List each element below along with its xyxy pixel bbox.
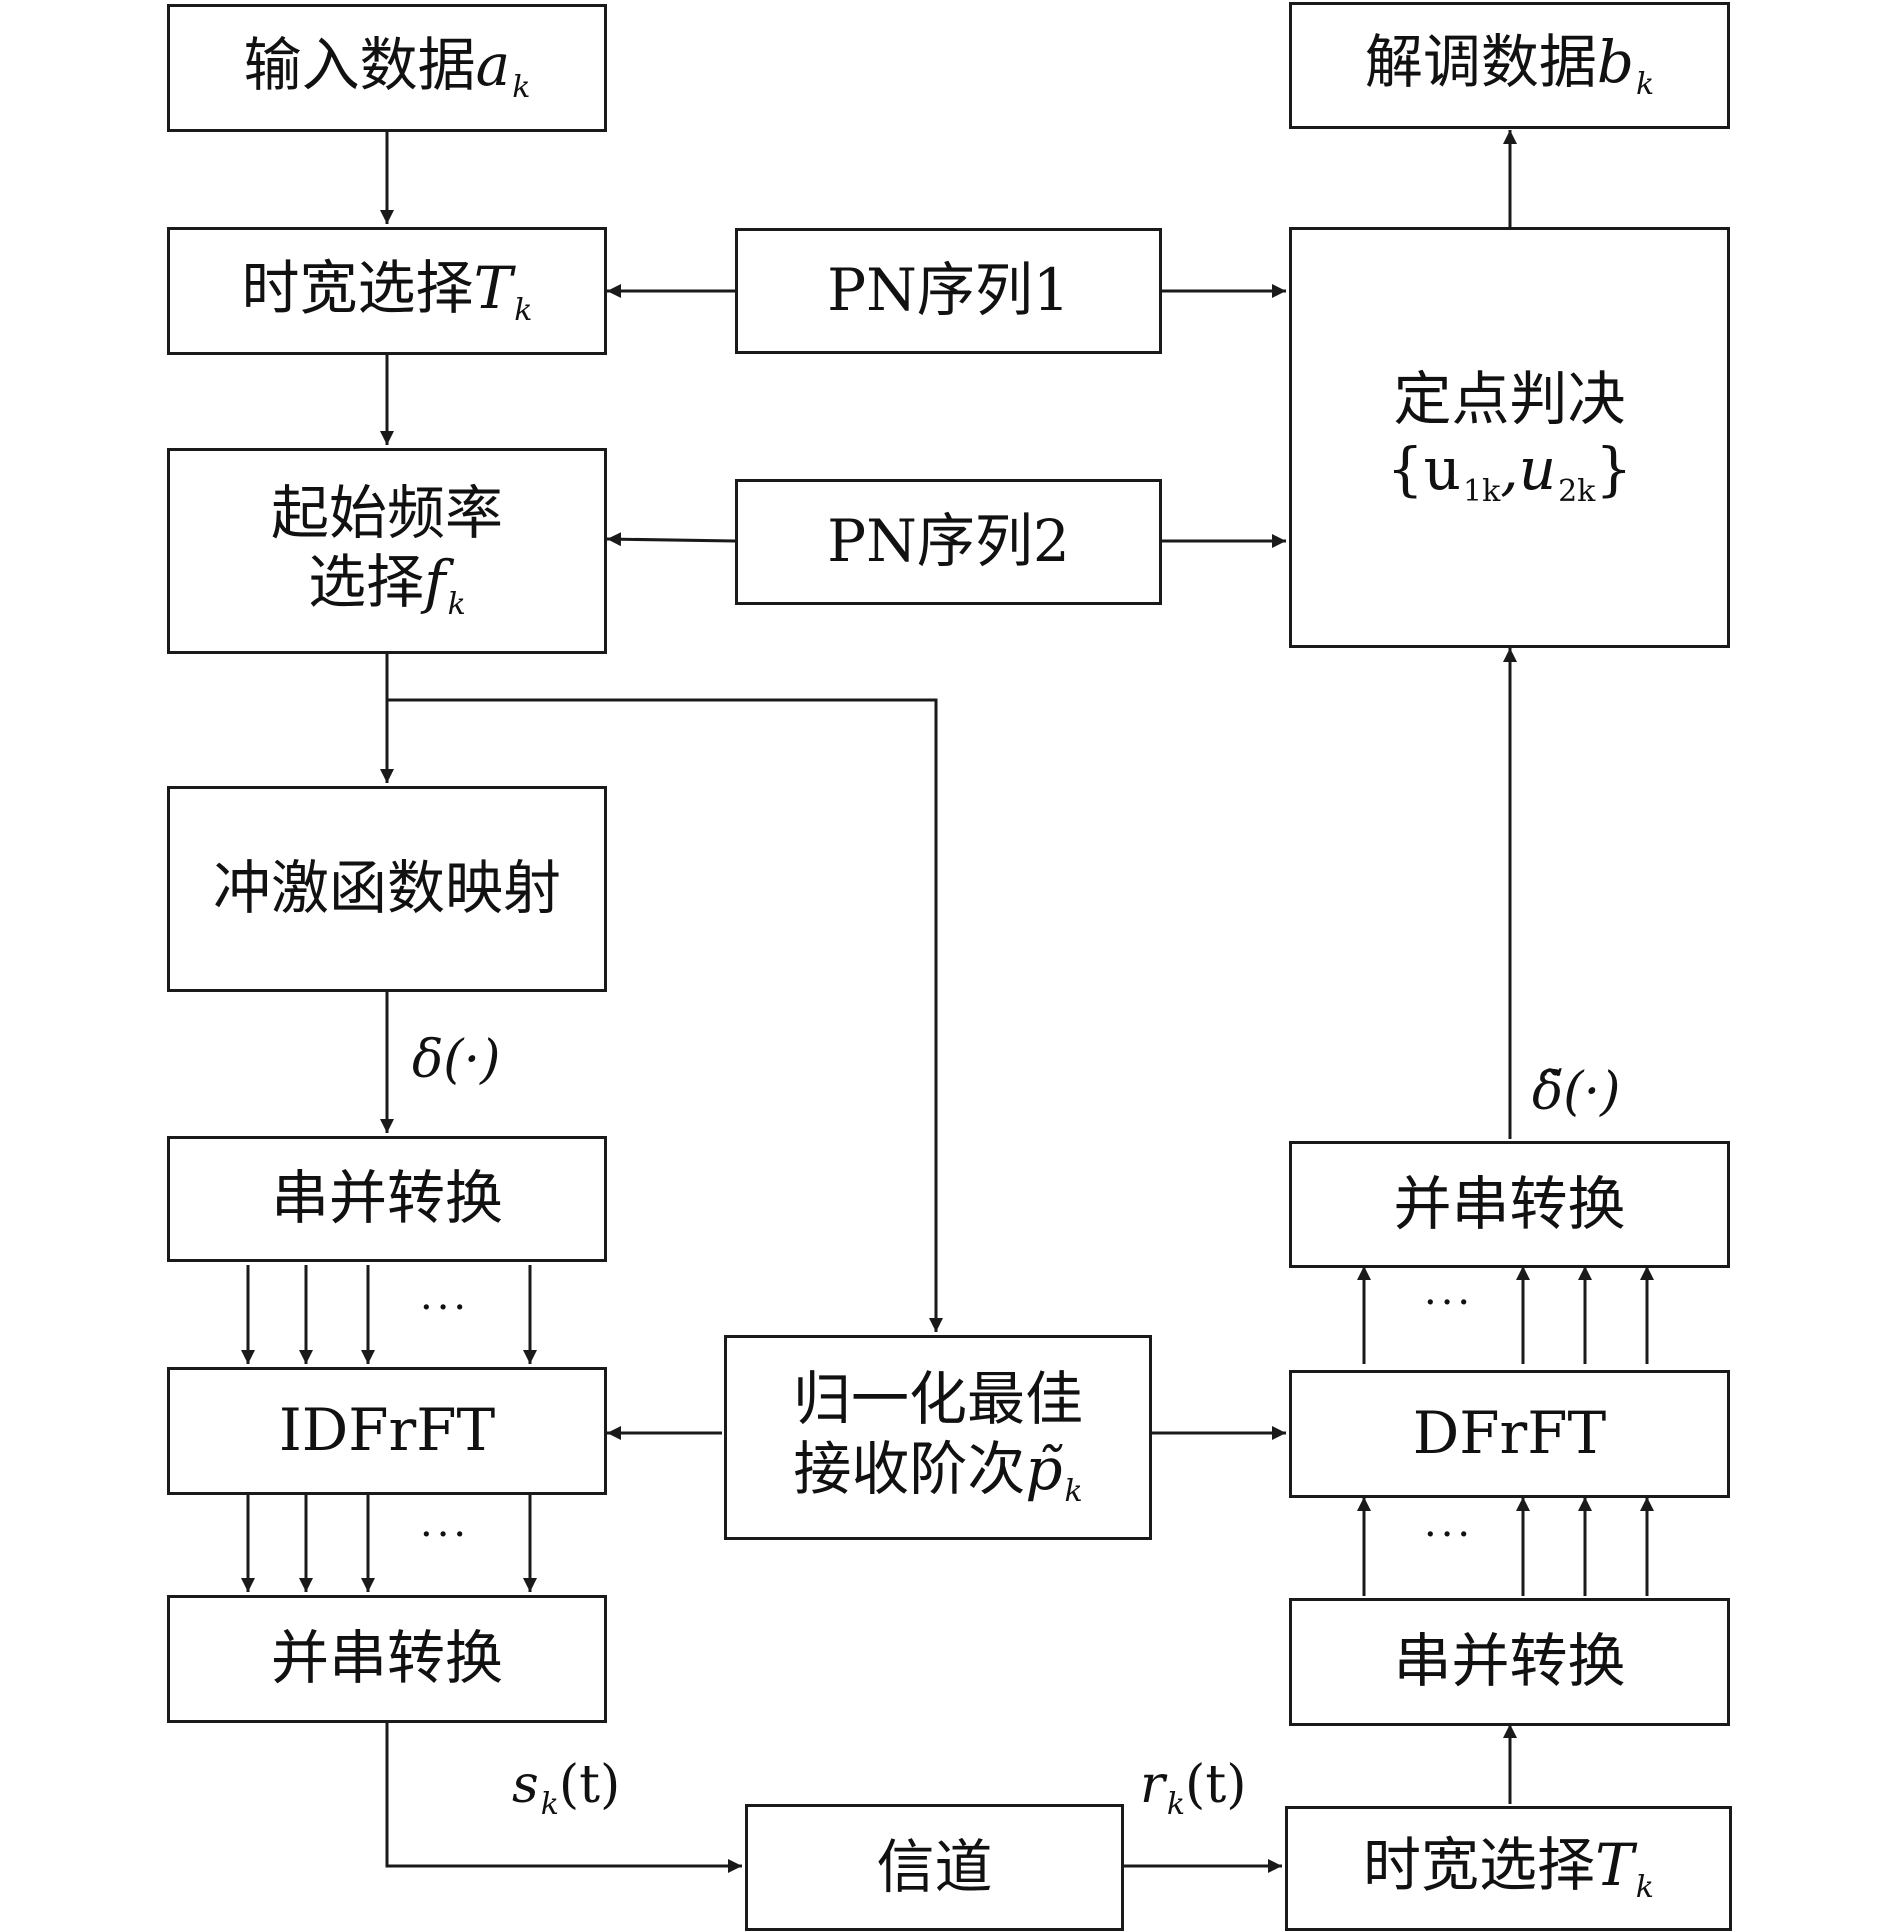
optimal-order-block: 归一化最佳 接收阶次p̃k <box>724 1335 1152 1540</box>
dots-rx-2: ··· <box>1424 1512 1475 1558</box>
demod-data-block: 解调数据bk <box>1289 2 1730 129</box>
dots-tx-1: ··· <box>420 1285 471 1331</box>
arrow-startfreq-to-order <box>387 698 943 1332</box>
start-frequency-block: 起始频率 选择fk <box>167 448 607 654</box>
decision-line1: 定点判决 <box>1393 365 1626 434</box>
impulse-mapping-label: 冲激函数映射 <box>212 854 561 923</box>
delta-tx-label: δ(·) <box>412 1030 501 1090</box>
dots-tx-2: ··· <box>420 1512 471 1558</box>
timewidth-select-tx-block: 时宽选择Tk <box>167 227 607 355</box>
impulse-mapping-block: 冲激函数映射 <box>167 786 607 992</box>
pn-sequence-1-block: PN序列1 <box>735 228 1162 354</box>
r-k-t-label: rk(t) <box>1140 1755 1247 1822</box>
s-k-t-label: sk(t) <box>512 1755 621 1822</box>
input-data-label: 输入数据 <box>243 30 476 99</box>
dfrft-label: DFrFT <box>1412 1399 1607 1468</box>
idfrft-block: IDFrFT <box>167 1367 607 1495</box>
pn-sequence-2-label: PN序列2 <box>827 507 1070 576</box>
demod-data-label: 解调数据 <box>1364 28 1597 96</box>
dots-rx-1: ··· <box>1424 1280 1475 1326</box>
input-data-block: 输入数据ak <box>167 4 607 132</box>
arrow-ps-to-channel <box>385 1720 742 1873</box>
timewidth-select-rx-label: 时宽选择 <box>1363 1831 1596 1899</box>
pn-sequence-1-label: PN序列1 <box>827 256 1070 325</box>
optimal-order-line1: 归一化最佳 <box>792 1365 1083 1434</box>
start-frequency-line1: 起始频率 <box>270 478 503 547</box>
timewidth-select-tx-label: 时宽选择 <box>241 253 474 322</box>
serial-parallel-rx-label: 串并转换 <box>1393 1627 1626 1696</box>
parallel-serial-rx-label: 并串转换 <box>1393 1169 1626 1238</box>
idfrft-label: IDFrFT <box>278 1396 496 1465</box>
arrow-pn2-to-startfreq <box>606 532 736 547</box>
dfrft-block: DFrFT <box>1289 1370 1730 1498</box>
channel-block: 信道 <box>745 1804 1124 1931</box>
channel-label: 信道 <box>876 1832 993 1901</box>
parallel-serial-rx-block: 并串转换 <box>1289 1141 1730 1268</box>
serial-parallel-tx-block: 串并转换 <box>167 1136 607 1262</box>
decision-block: 定点判决 {u1k,u2k} <box>1289 227 1730 648</box>
serial-parallel-rx-block: 串并转换 <box>1289 1598 1730 1726</box>
pn-sequence-2-block: PN序列2 <box>735 479 1162 605</box>
serial-parallel-tx-label: 串并转换 <box>270 1164 503 1233</box>
parallel-serial-tx-label: 并串转换 <box>270 1624 503 1693</box>
timewidth-select-rx-block: 时宽选择Tk <box>1285 1806 1732 1931</box>
delta-rx-label: δ̃(·) <box>1532 1062 1621 1122</box>
parallel-serial-tx-block: 并串转换 <box>167 1595 607 1723</box>
